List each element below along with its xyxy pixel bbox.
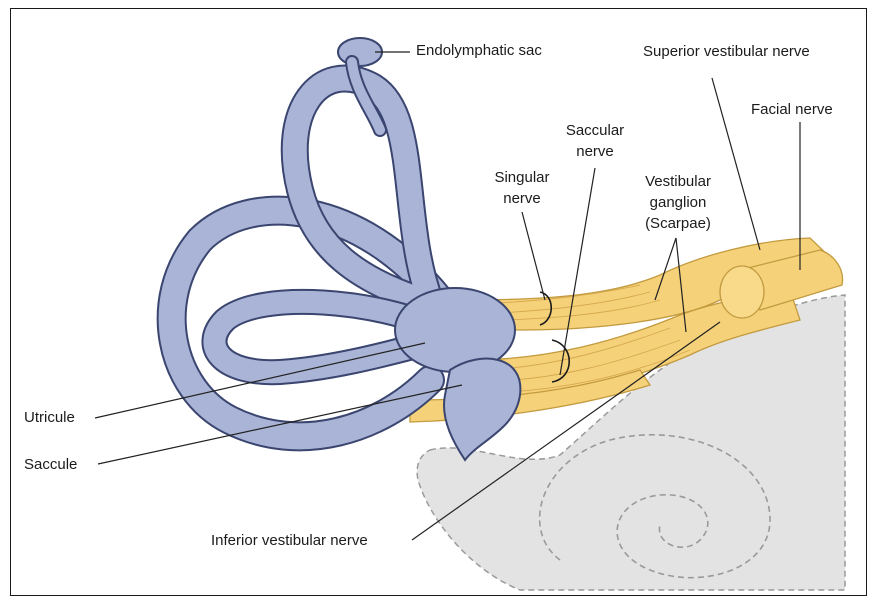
label-vestibular-ganglion-line1: Vestibular [626, 172, 730, 191]
label-vestibular-ganglion-line3: (Scarpae) [626, 214, 730, 233]
leader-saccular-nerve [560, 168, 595, 375]
label-saccular-nerve-line2: nerve [553, 142, 637, 161]
label-saccule: Saccule [24, 455, 77, 474]
label-saccular-nerve-line1: Saccular [553, 121, 637, 140]
leader-saccule [98, 385, 462, 464]
label-superior-vestibular-nerve: Superior vestibular nerve [643, 42, 810, 61]
label-endolymphatic-sac: Endolymphatic sac [416, 41, 542, 60]
label-vestibular-ganglion-line2: ganglion [626, 193, 730, 212]
label-inferior-vestibular-nerve: Inferior vestibular nerve [211, 531, 368, 550]
leader-singular-nerve [522, 212, 545, 300]
label-facial-nerve: Facial nerve [751, 100, 833, 119]
label-singular-nerve-line2: nerve [480, 189, 564, 208]
label-singular-nerve-line1: Singular [480, 168, 564, 187]
vestibular-labyrinth [172, 38, 521, 460]
label-utricule: Utricule [24, 408, 75, 427]
